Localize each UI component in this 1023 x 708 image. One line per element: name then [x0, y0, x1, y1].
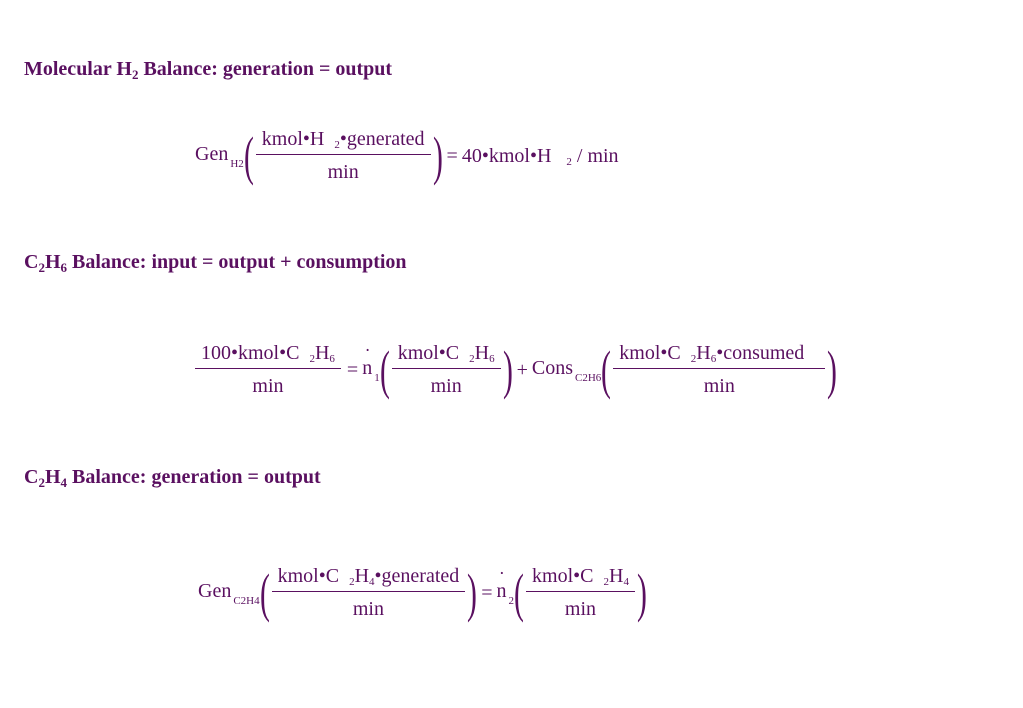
fraction-output: kmol•C 2H4 min [526, 565, 635, 621]
left-paren: ( [379, 339, 390, 400]
right-paren: ) [502, 339, 513, 400]
heading-c2h4-balance: C2H4 Balance: generation = output [24, 466, 321, 490]
rhs-value: 40•kmol•H 2 / min [461, 144, 619, 168]
right-paren: ) [636, 562, 647, 623]
equals-sign: = [481, 581, 493, 604]
fraction-consumed: kmol•C 2H6•consumed min [613, 342, 826, 398]
fraction-output: kmol•C 2H6 min [391, 342, 501, 398]
fraction-input: 100•kmol•C 2H6 min [195, 342, 341, 398]
left-paren: ( [601, 339, 612, 400]
n1-symbol: n1 [362, 345, 380, 384]
equals-sign: = [346, 358, 359, 381]
fraction-generated: kmol•C 2H4•generated min [271, 565, 466, 621]
fraction: kmol•H 2•generated min [255, 128, 431, 184]
heading-h2-balance: Molecular H2 Balance: generation = outpu… [24, 58, 392, 83]
plus-sign: + [516, 358, 528, 381]
equals-sign: = [446, 144, 458, 167]
right-paren: ) [827, 339, 838, 400]
heading-c2h6-balance: C2H6 Balance: input = output + consumpti… [24, 251, 407, 275]
left-paren: ( [243, 125, 254, 186]
n2-symbol: n2 [497, 568, 515, 607]
left-paren: ( [259, 562, 270, 623]
heading-subscript: 2 [131, 67, 139, 82]
heading-text: Molecular H [24, 58, 132, 80]
heading-text: Balance: generation = output [138, 58, 393, 80]
equation-c2h6-balance: 100•kmol•C 2H6 min = n1 ( kmol•C 2H6 min… [193, 342, 837, 398]
right-paren: ) [432, 125, 443, 186]
left-paren: ( [514, 562, 524, 623]
right-paren: ) [467, 562, 478, 623]
